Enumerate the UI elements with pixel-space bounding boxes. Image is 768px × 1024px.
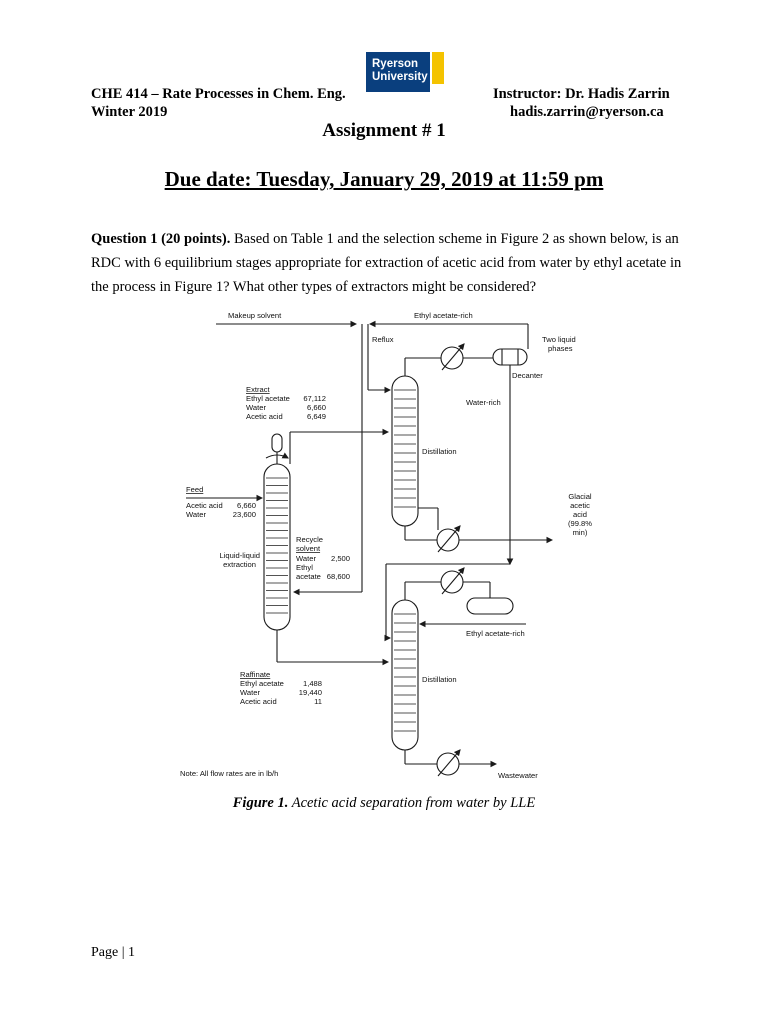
university-logo: Ryerson University (366, 52, 430, 92)
page-number: Page | 1 (91, 945, 136, 960)
recycle-water-value: 2,500 (331, 554, 350, 563)
label-distillation-lower: Distillation (422, 675, 457, 684)
label-lle-2: extraction (223, 560, 256, 569)
reboiler-lower (436, 749, 461, 777)
question-label: Question 1 (20 points). (91, 231, 231, 247)
glacial-label-line: acid (573, 510, 587, 519)
question-text: Based on Table 1 and the selection schem… (91, 231, 682, 295)
glacial-label-line: Glacial (568, 492, 592, 501)
raffinate-title: Raffinate (240, 670, 270, 679)
due-date: Due date: Tuesday, January 29, 2019 at 1… (164, 167, 604, 191)
course-title: CHE 414 – Rate Processes in Chem. Eng. (91, 86, 346, 102)
flow-component: Water (246, 403, 266, 412)
label-recycle: Recycle (296, 535, 323, 544)
flow-component: Ethyl acetate (246, 394, 290, 403)
label-makeup-solvent: Makeup solvent (228, 311, 282, 320)
agitator-motor (271, 433, 283, 453)
label-ethyl-acetate-rich-top: Ethyl acetate-rich (414, 311, 473, 320)
flow-component: Acetic acid (246, 412, 283, 421)
label-two-liquid: Two liquid (542, 335, 576, 344)
glacial-label-line: (99.8% (568, 519, 592, 528)
logo-accent-bar (432, 52, 444, 84)
decanter-lower (466, 597, 514, 615)
flow-value: 23,600 (233, 510, 256, 519)
flow-value: 6,660 (307, 403, 326, 412)
instructor: Instructor: Dr. Hadis Zarrin (493, 86, 670, 102)
label-lle-1: Liquid-liquid (219, 551, 260, 560)
recycle-water: Water (296, 554, 316, 563)
question-1: Question 1 (20 points). Based on Table 1… (91, 227, 685, 299)
instructor-email: hadis.zarrin@ryerson.ca (510, 104, 664, 120)
flow-value: 19,440 (299, 688, 322, 697)
flow-value: 67,112 (303, 394, 326, 403)
label-phases: phases (548, 344, 573, 353)
label-water-rich: Water-rich (466, 398, 501, 407)
condenser-upper (440, 343, 465, 371)
feed-title: Feed (186, 485, 203, 494)
extract-title: Extract (246, 385, 271, 394)
upper-distillation-column (391, 375, 419, 527)
logo-line-2: University (372, 71, 428, 83)
condenser-lower (440, 567, 465, 595)
label-decanter: Decanter (512, 371, 543, 380)
flow-rate-note: Note: All flow rates are in lb/h (180, 769, 278, 778)
label-distillation-upper: Distillation (422, 447, 457, 456)
logo-line-1: Ryerson (372, 58, 419, 70)
caption-text: Acetic acid separation from water by LLE (288, 795, 536, 811)
label-reflux: Reflux (372, 335, 394, 344)
glacial-label-line: min) (573, 528, 588, 537)
assignment-title: Assignment # 1 (322, 120, 446, 141)
reboiler-upper (436, 525, 461, 553)
recycle-ethyl: Ethyl (296, 563, 313, 572)
process-flow-diagram: Makeup solvent Ethyl acetate-rich Reflux… (180, 311, 592, 780)
flow-value: 6,649 (307, 412, 326, 421)
caption-label: Figure 1. (232, 795, 289, 811)
flow-value: 6,660 (237, 501, 256, 510)
lower-distillation-column (391, 599, 419, 751)
label-recycle-solvent: solvent (296, 544, 321, 553)
flow-component: Acetic acid (240, 697, 277, 706)
figure-caption: Figure 1. Acetic acid separation from wa… (0, 795, 768, 812)
recycle-acetate: acetate (296, 572, 321, 581)
decanter-upper (492, 348, 528, 366)
flow-component: Water (240, 688, 260, 697)
flow-value: 11 (314, 697, 322, 706)
flow-component: Ethyl acetate (240, 679, 284, 688)
flow-component: Acetic acid (186, 501, 223, 510)
flow-value: 1,488 (303, 679, 322, 688)
lle-column (263, 433, 291, 631)
glacial-label-line: acetic (570, 501, 590, 510)
term: Winter 2019 (91, 104, 168, 120)
label-ethyl-acetate-rich-bottom: Ethyl acetate-rich (466, 629, 525, 638)
label-wastewater: Wastewater (498, 771, 538, 780)
flow-component: Water (186, 510, 206, 519)
recycle-acetate-value: 68,600 (327, 572, 350, 581)
